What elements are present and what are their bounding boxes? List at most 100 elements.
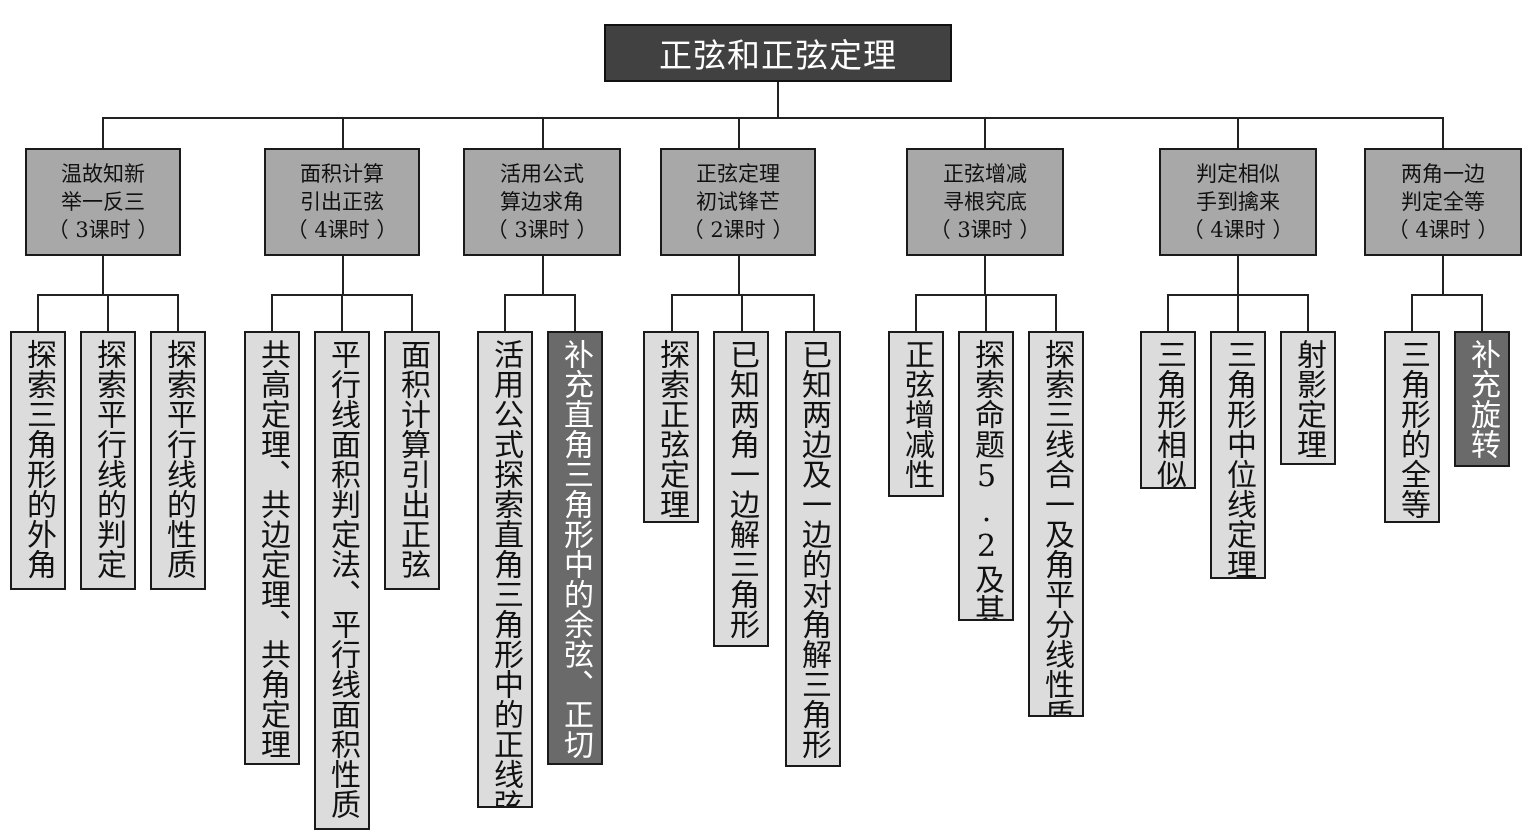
- connector-topic-stem-6: [1237, 256, 1239, 295]
- unit-line1: 正弦增减: [943, 162, 1027, 186]
- topic-label: 活用公式探索直角三角形中的正线弦: [488, 339, 523, 808]
- topic-box: 已知两角一边解三角形: [713, 331, 769, 647]
- topic-box: 三角形相似: [1140, 331, 1196, 489]
- topic-label: 补充旋转: [1465, 339, 1500, 459]
- topic-box: 射影定理: [1280, 331, 1336, 465]
- connector-topic-drop: [271, 294, 273, 331]
- topic-label: 三角形的全等: [1395, 339, 1430, 519]
- connector-unit-drop-3: [542, 117, 544, 148]
- unit-box-7: 两角一边 判定全等 （ 4课时 ）: [1364, 148, 1522, 256]
- topic-label: 探索平行线的判定: [91, 339, 126, 579]
- topic-box: 三角形中位线定理: [1210, 331, 1266, 579]
- connector-unit-drop-4: [738, 117, 740, 148]
- unit-line1: 两角一边: [1401, 162, 1485, 186]
- topic-box: 探索平行线的判定: [80, 331, 136, 590]
- unit-box-2: 面积计算 引出正弦 （ 4课时 ）: [264, 148, 420, 256]
- topic-label: 平行线面积判定法、平行线面积性质: [325, 339, 360, 819]
- unit-hours: （ 3课时 ）: [47, 218, 159, 242]
- topic-box: 探索命题5.2及其推论: [958, 331, 1014, 621]
- topic-box: 探索三角形的外角: [10, 331, 66, 590]
- unit-hours: （ 4课时 ）: [286, 218, 398, 242]
- connector-unit-drop-7: [1442, 117, 1444, 148]
- connector-topic-drop: [107, 294, 109, 331]
- connector-topic-drop: [411, 294, 413, 331]
- unit-line2: 算边求角: [500, 190, 584, 214]
- connector-topic-drop: [915, 294, 917, 331]
- unit-line1: 判定相似: [1196, 162, 1280, 186]
- topic-box: 探索三线合一及角平分线性质: [1028, 331, 1084, 717]
- connector-topic-drop: [341, 294, 343, 331]
- connector-unit-drop-6: [1237, 117, 1239, 148]
- unit-box-4: 正弦定理 初试锋芒 （ 2课时 ）: [660, 148, 816, 256]
- unit-hours: （ 4课时 ）: [1387, 218, 1499, 242]
- connector-topic-drop: [1411, 294, 1413, 331]
- topic-label: 三角形相似: [1151, 339, 1186, 489]
- topic-label: 已知两边及一边的对角解三角形: [796, 339, 831, 759]
- topic-box-supplementary: 补充旋转: [1454, 331, 1510, 467]
- unit-hours: （ 3课时 ）: [486, 218, 598, 242]
- connector-topic-drop: [177, 294, 179, 331]
- connector-topic-stem-4: [738, 256, 740, 295]
- topic-label: 三角形中位线定理: [1221, 339, 1256, 579]
- connector-topic-bar-7: [1411, 294, 1483, 296]
- topic-label: 探索正弦定理: [654, 339, 689, 519]
- unit-line2: 手到擒来: [1196, 190, 1280, 214]
- connector-topic-bar-4: [671, 294, 815, 296]
- unit-line1: 正弦定理: [696, 162, 780, 186]
- connector-topic-stem-7: [1442, 256, 1444, 295]
- connector-topic-drop: [813, 294, 815, 331]
- topic-label: 面积计算引出正弦: [395, 339, 430, 579]
- unit-line2: 初试锋芒: [696, 190, 780, 214]
- topic-label: 已知两角一边解三角形: [724, 339, 759, 639]
- connector-topic-bar-3: [504, 294, 576, 296]
- connector-topic-drop: [574, 294, 576, 331]
- connector-topic-stem-5: [984, 256, 986, 295]
- connector-topic-stem-1: [102, 256, 104, 295]
- topic-label: 探索平行线的性质: [161, 339, 196, 579]
- topic-label: 射影定理: [1291, 339, 1326, 459]
- unit-hours: （ 2课时 ）: [682, 218, 794, 242]
- connector-topic-drop: [741, 294, 743, 331]
- topic-box: 共高定理、共边定理、共角定理: [244, 331, 300, 765]
- unit-line1: 温故知新: [61, 162, 145, 186]
- topic-label: 探索命题5.2及其推论: [969, 339, 1004, 621]
- connector-topic-drop: [1237, 294, 1239, 331]
- topic-box: 三角形的全等: [1384, 331, 1440, 523]
- connector-topic-stem-3: [542, 256, 544, 295]
- connector-topic-drop: [1167, 294, 1169, 331]
- connector-unit-drop-5: [984, 117, 986, 148]
- topic-box: 平行线面积判定法、平行线面积性质: [314, 331, 370, 830]
- topic-box-supplementary: 补充直角三角形中的余弦、正切: [547, 331, 603, 765]
- root-title: 正弦和正弦定理: [604, 24, 952, 82]
- unit-box-6: 判定相似 手到擒来 （ 4课时 ）: [1159, 148, 1317, 256]
- connector-unit-bar: [102, 117, 1444, 119]
- topic-label: 正弦增减性: [899, 339, 934, 489]
- connector-unit-drop-1: [102, 117, 104, 148]
- unit-box-1: 温故知新 举一反三 （ 3课时 ）: [25, 148, 181, 256]
- unit-line2: 判定全等: [1401, 190, 1485, 214]
- connector-topic-drop: [1055, 294, 1057, 331]
- connector-topic-drop: [504, 294, 506, 331]
- topic-label: 探索三角形的外角: [21, 339, 56, 579]
- connector-unit-drop-2: [342, 117, 344, 148]
- topic-box: 面积计算引出正弦: [384, 331, 440, 590]
- topic-box: 正弦增减性: [888, 331, 944, 497]
- unit-box-5: 正弦增减 寻根究底 （ 3课时 ）: [906, 148, 1064, 256]
- topic-label: 探索三线合一及角平分线性质: [1039, 339, 1074, 717]
- topic-box: 活用公式探索直角三角形中的正线弦: [477, 331, 533, 808]
- topic-label: 共高定理、共边定理、共角定理: [255, 339, 290, 759]
- connector-topic-drop: [1307, 294, 1309, 331]
- unit-line2: 举一反三: [61, 190, 145, 214]
- connector-topic-drop: [671, 294, 673, 331]
- unit-box-3: 活用公式 算边求角 （ 3课时 ）: [463, 148, 621, 256]
- unit-hours: （ 4课时 ）: [1182, 218, 1294, 242]
- connector-topic-stem-2: [342, 256, 344, 295]
- unit-line2: 引出正弦: [300, 190, 384, 214]
- unit-line1: 活用公式: [500, 162, 584, 186]
- topic-box: 已知两边及一边的对角解三角形: [785, 331, 841, 767]
- unit-hours: （ 3课时 ）: [929, 218, 1041, 242]
- topic-box: 探索正弦定理: [643, 331, 699, 523]
- connector-topic-drop: [1481, 294, 1483, 331]
- unit-line1: 面积计算: [300, 162, 384, 186]
